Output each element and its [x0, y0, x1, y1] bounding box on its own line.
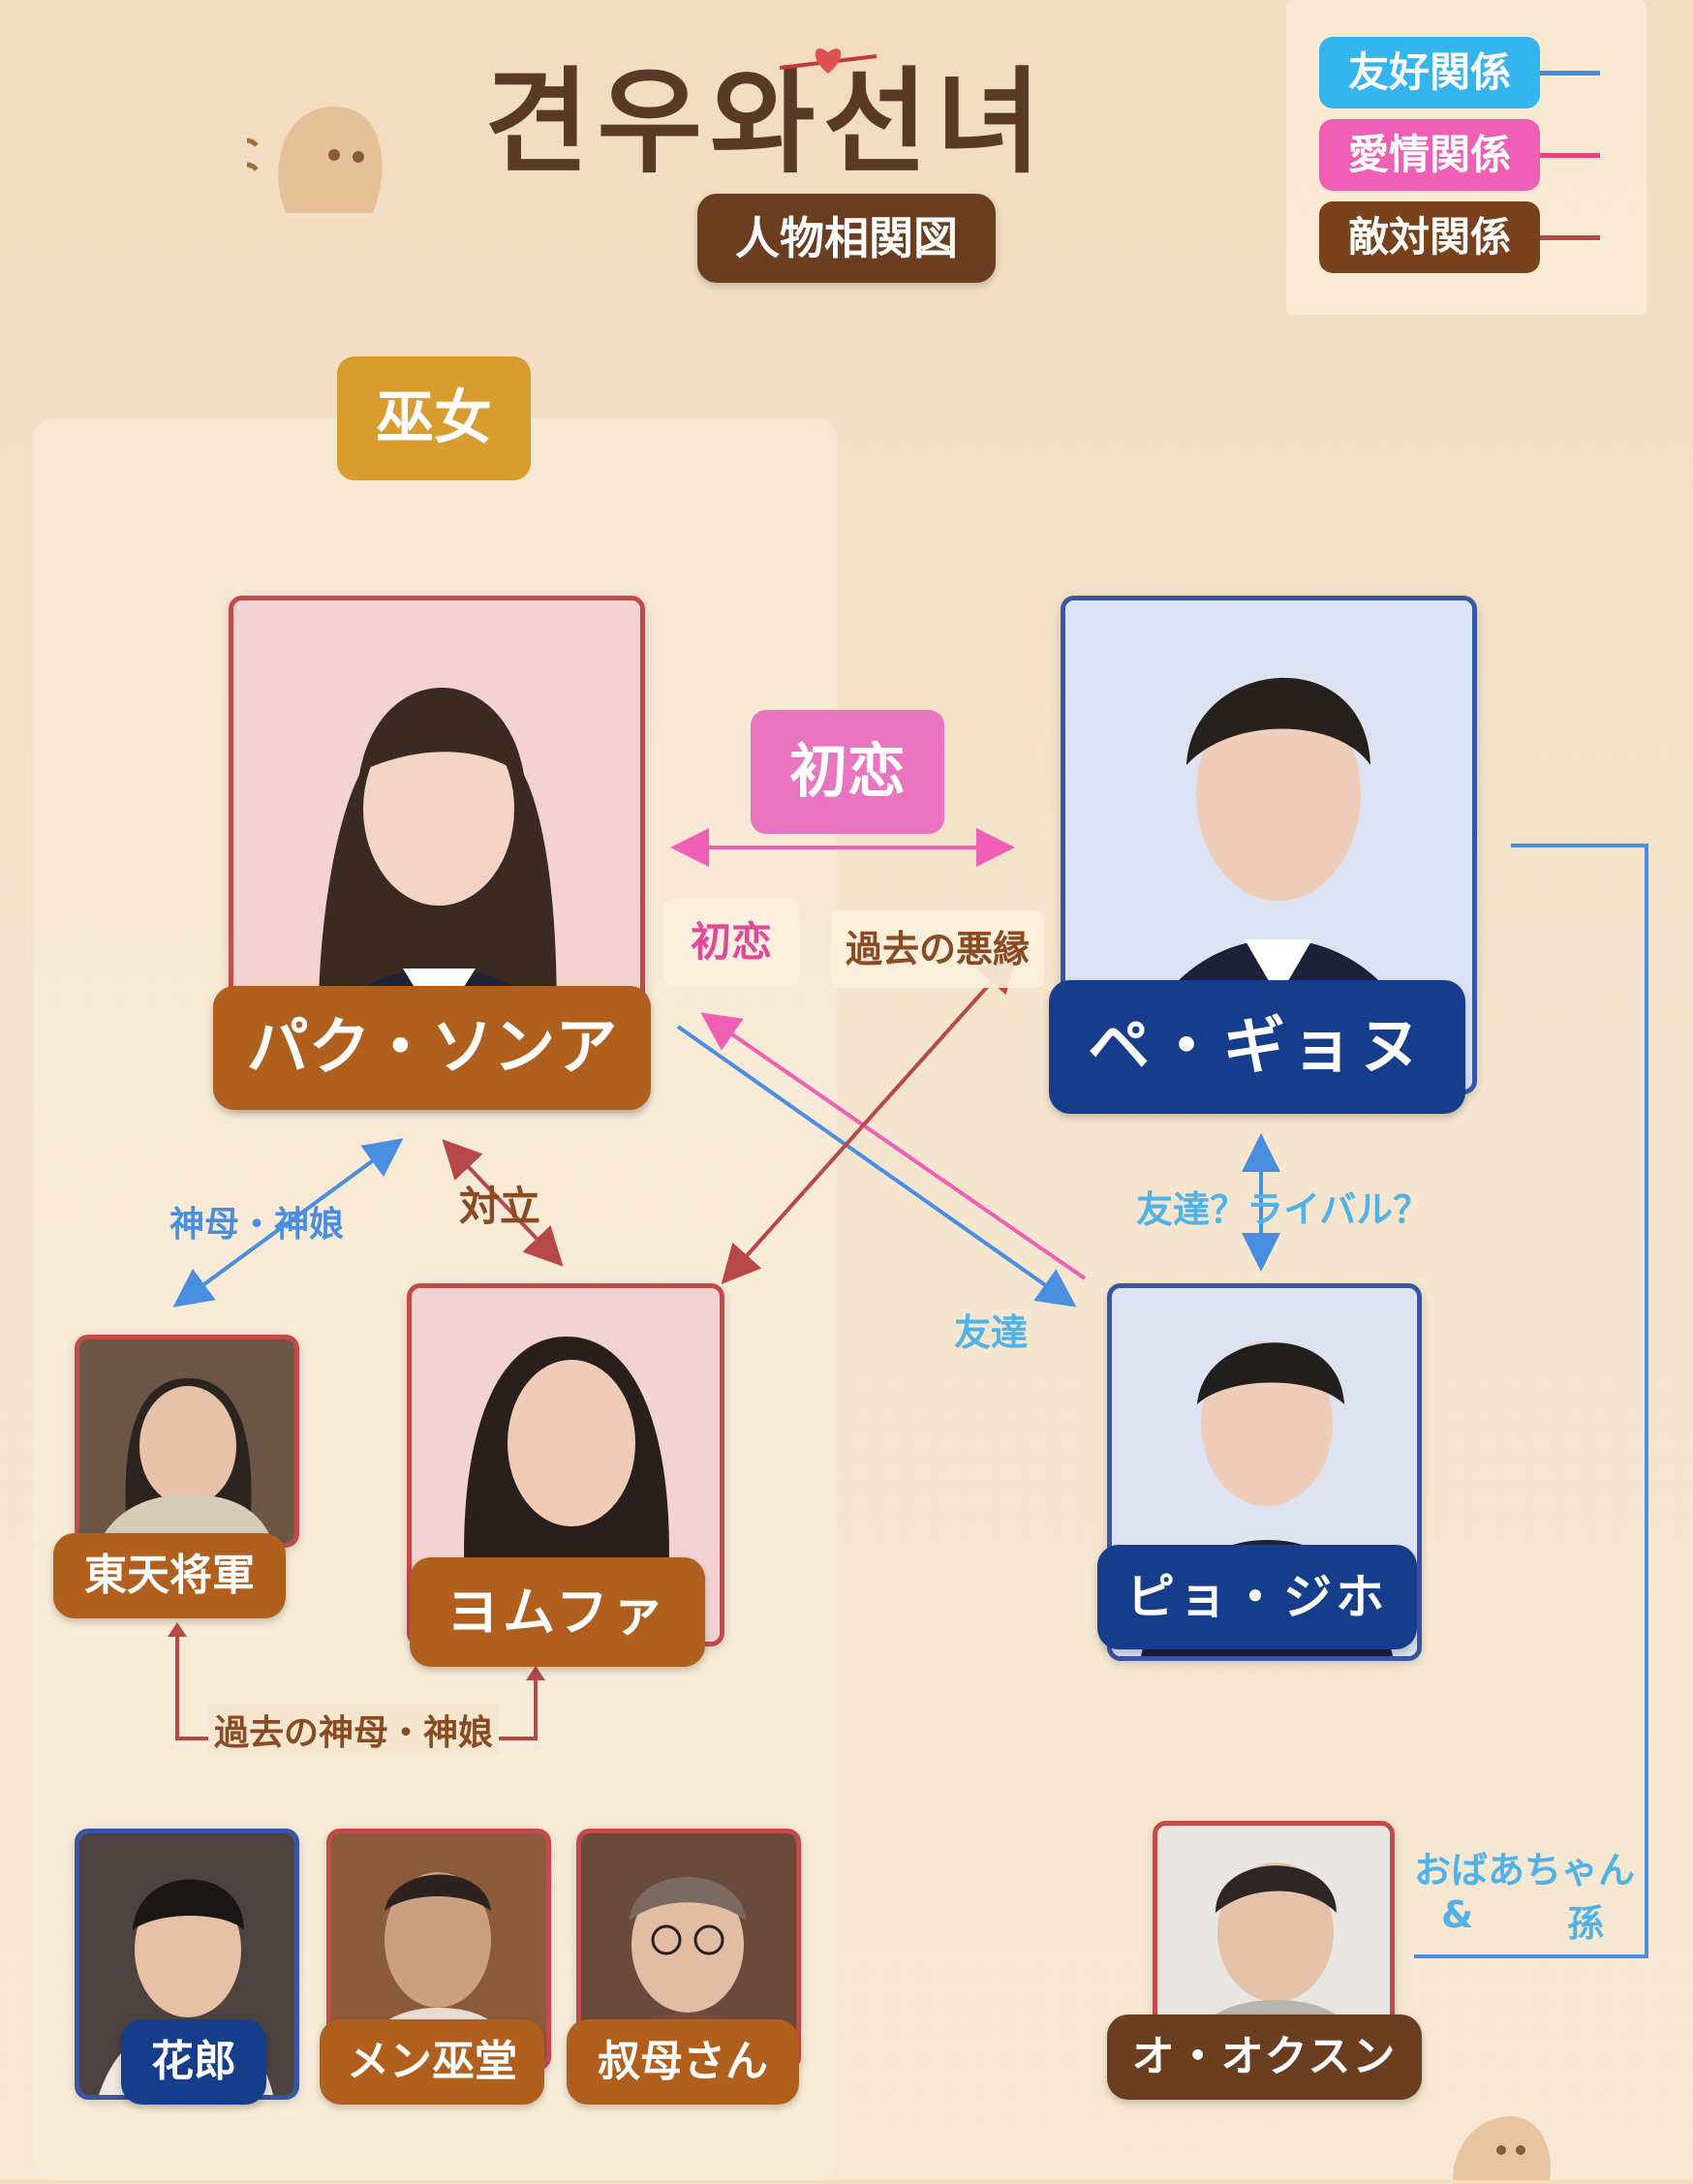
legend-friendly: 友好関係 — [1319, 37, 1540, 108]
line-god-mother — [172, 1138, 404, 1307]
and-label: & — [1441, 1893, 1474, 1936]
aunt-name: 叔母さん — [567, 2019, 799, 2105]
legend-hostile-line — [1540, 235, 1600, 240]
men-mudang-name: メン巫堂 — [320, 2019, 544, 2105]
friend-label: 友達 — [954, 1311, 1029, 1354]
grandchild-label: 孫 — [1567, 1902, 1605, 1945]
bae-gyeonu-name: ペ・ギョヌ — [1049, 980, 1465, 1114]
past-bad-karma-label: 過去の悪縁 — [831, 910, 1044, 988]
relationship-chart-badge: 人物相関図 — [697, 194, 996, 283]
pyo-jiho-name: ピョ・ジホ — [1097, 1545, 1417, 1649]
drama-title: 견우와선녀 — [484, 54, 1049, 189]
conflict-label: 対立 — [459, 1183, 541, 1230]
mascot-corner-icon — [1443, 2111, 1559, 2180]
line-past-bad-karma — [721, 953, 1018, 1284]
line-grandma — [1414, 844, 1648, 1958]
line-friend — [676, 1025, 1077, 1307]
dongcheon-photo-frame — [75, 1335, 299, 1548]
dongcheon-name: 東天将軍 — [53, 1533, 286, 1618]
first-love-main-label: 初恋 — [751, 710, 944, 834]
past-god-mother-label: 過去の神母・神娘 — [208, 1705, 500, 1755]
legend-friendly-line — [1540, 71, 1600, 76]
god-mother-label: 神母・神娘 — [169, 1205, 345, 1245]
yeomhwa-name: ヨムファ — [410, 1557, 705, 1667]
line-conflict — [442, 1139, 564, 1267]
first-love-small-label: 初恋 — [663, 899, 799, 986]
park-seonga-name: パク・ソンア — [213, 986, 651, 1110]
legend-love: 愛情関係 — [1319, 119, 1540, 191]
shaman-group-label: 巫女 — [337, 356, 531, 480]
hwarang-name: 花郎 — [121, 2019, 266, 2105]
friend-rival-label: 友達？ライバル？ — [1136, 1188, 1431, 1231]
legend-hostile: 敵対関係 — [1319, 201, 1540, 273]
heart-arrow-icon — [775, 27, 881, 85]
mascot-icon — [235, 77, 402, 223]
dongcheon-portrait-icon — [79, 1339, 294, 1543]
grandma-label: おばあちゃん — [1414, 1849, 1636, 1892]
oh-oksun-name: オ・オクスン — [1107, 2015, 1422, 2100]
legend-love-line — [1540, 153, 1600, 158]
